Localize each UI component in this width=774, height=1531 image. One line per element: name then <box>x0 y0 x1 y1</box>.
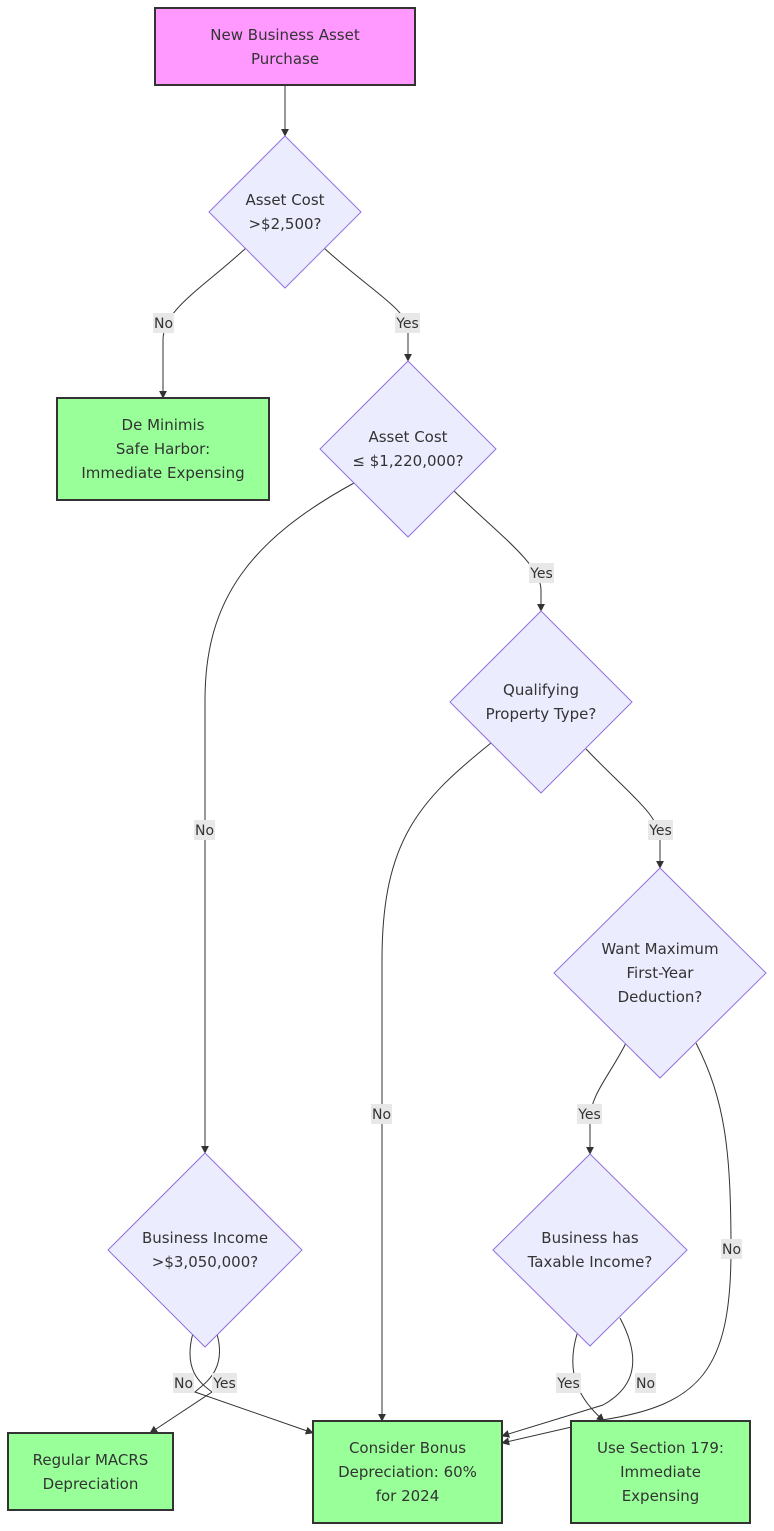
node-decision-asset-cost-2500: Asset Cost >$2,500? <box>208 135 362 289</box>
svg-text:Yes: Yes <box>648 823 672 839</box>
svg-text:No: No <box>195 823 214 839</box>
svg-text:Consider Bonus: Consider Bonus <box>349 1439 466 1457</box>
svg-text:Business Income: Business Income <box>142 1229 268 1247</box>
edge-qualifying-no <box>378 742 492 1422</box>
node-section-179: Use Section 179: Immediate Expensing <box>570 1420 751 1524</box>
svg-text:Taxable Income?: Taxable Income? <box>527 1253 653 1271</box>
edge-label-income-no: No <box>173 1373 194 1393</box>
edge-label-cost-2500-no: No <box>153 313 174 333</box>
svg-text:Immediate: Immediate <box>620 1463 701 1481</box>
svg-text:Want Maximum: Want Maximum <box>601 940 718 958</box>
svg-text:Business has: Business has <box>541 1229 639 1247</box>
svg-text:Use Section 179:: Use Section 179: <box>597 1439 724 1457</box>
edge-income-yes <box>194 1333 314 1435</box>
edge-label-cost-2500-yes: Yes <box>395 313 420 333</box>
svg-text:Deduction?: Deduction? <box>618 988 703 1006</box>
edge-label-taxable-yes: Yes <box>556 1373 581 1393</box>
edge-cost-1220000-yes <box>453 490 545 612</box>
node-decision-want-maximum: Want Maximum First-Year Deduction? <box>553 867 767 1079</box>
edge-cost-1220000-no <box>201 482 355 1154</box>
edge-label-qualifying-no: No <box>371 1104 392 1124</box>
svg-text:Immediate Expensing: Immediate Expensing <box>81 464 244 482</box>
svg-text:>$2,500?: >$2,500? <box>248 215 321 233</box>
edge-label-cost-1220000-no: No <box>194 820 215 840</box>
node-decision-business-income: Business Income >$3,050,000? <box>107 1152 303 1348</box>
edge-want-max-no <box>501 1042 732 1446</box>
node-decision-qualifying-property: Qualifying Property Type? <box>449 610 633 794</box>
svg-text:De Minimis: De Minimis <box>122 416 205 434</box>
svg-text:No: No <box>174 1376 193 1392</box>
edge-label-cost-1220000-yes: Yes <box>529 563 554 583</box>
svg-text:New Business Asset: New Business Asset <box>210 26 360 44</box>
svg-text:Safe Harbor:: Safe Harbor: <box>116 440 210 458</box>
edge-label-qualifying-yes: Yes <box>648 820 673 840</box>
edge-labels: No Yes Yes No Yes No Yes No <box>153 313 742 1393</box>
svg-text:>$3,050,000?: >$3,050,000? <box>152 1253 258 1271</box>
svg-text:Depreciation: Depreciation <box>43 1475 139 1493</box>
svg-text:Yes: Yes <box>212 1376 236 1392</box>
svg-text:Yes: Yes <box>395 316 419 332</box>
edge-label-income-yes: Yes <box>212 1373 237 1393</box>
node-start: New Business Asset Purchase <box>154 7 416 86</box>
node-decision-asset-cost-1220000: Asset Cost ≤ $1,220,000? <box>319 360 497 538</box>
svg-text:No: No <box>722 1242 741 1258</box>
svg-text:Expensing: Expensing <box>622 1487 700 1505</box>
svg-text:Qualifying: Qualifying <box>503 681 579 699</box>
svg-text:Yes: Yes <box>577 1107 601 1123</box>
node-decision-taxable-income: Business has Taxable Income? <box>492 1153 688 1347</box>
svg-text:Asset Cost: Asset Cost <box>245 191 324 209</box>
svg-text:First-Year: First-Year <box>627 964 695 982</box>
svg-text:Property Type?: Property Type? <box>486 705 597 723</box>
edge-label-want-max-no: No <box>721 1239 742 1259</box>
node-regular-macrs: Regular MACRS Depreciation <box>7 1432 174 1511</box>
svg-text:No: No <box>154 316 173 332</box>
svg-text:Depreciation: 60%: Depreciation: 60% <box>338 1463 477 1481</box>
svg-text:≤ $1,220,000?: ≤ $1,220,000? <box>352 452 463 470</box>
svg-text:Regular MACRS: Regular MACRS <box>33 1451 149 1469</box>
edge-income-no <box>149 1332 213 1434</box>
edge-cost-2500-yes <box>323 247 412 362</box>
node-de-minimis: De Minimis Safe Harbor: Immediate Expens… <box>56 397 270 501</box>
node-bonus-depreciation: Consider Bonus Depreciation: 60% for 202… <box>312 1420 503 1524</box>
edges <box>149 86 732 1446</box>
svg-text:Asset Cost: Asset Cost <box>368 428 447 446</box>
svg-text:Yes: Yes <box>556 1376 580 1392</box>
edge-label-want-max-yes: Yes <box>577 1104 602 1124</box>
edge-want-max-yes <box>586 1042 627 1155</box>
svg-text:Purchase: Purchase <box>251 50 319 68</box>
edge-cost-2500-no <box>159 247 247 399</box>
svg-text:No: No <box>636 1376 655 1392</box>
edge-taxable-no <box>501 1317 634 1438</box>
svg-text:for 2024: for 2024 <box>376 1487 440 1505</box>
svg-text:No: No <box>372 1107 391 1123</box>
edge-label-taxable-no: No <box>635 1373 656 1393</box>
svg-text:Yes: Yes <box>529 566 553 582</box>
edge-qualifying-yes <box>585 748 664 869</box>
